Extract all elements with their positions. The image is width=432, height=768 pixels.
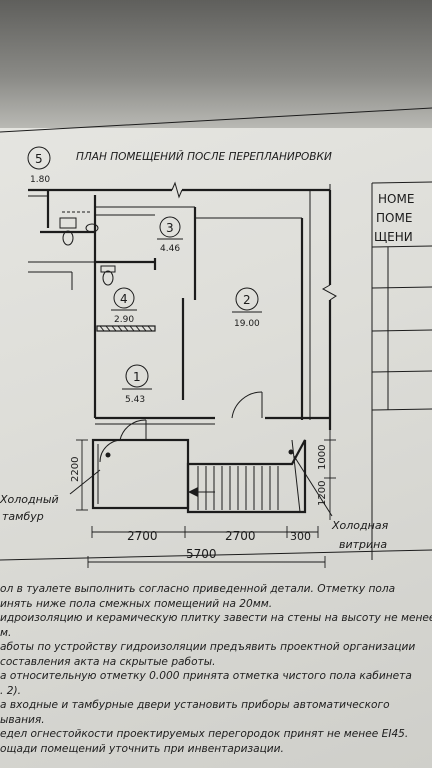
background-shadow [0,0,432,128]
room-5-area: 1.80 [30,175,50,185]
cold-showcase-label-line1: Холодная [331,519,389,532]
note-line: идроизоляцию и керамическую плитку завес… [0,612,432,624]
room-1-area: 5.43 [125,395,145,405]
dimension-1200: 1200 [317,481,328,506]
leader-line-showcase [293,455,333,517]
note-line: м. [0,626,12,639]
note-line: ощади помещений уточнить при инвентариза… [0,742,284,755]
cold-vestibule-label-line1: Холодный [0,493,59,506]
frame-line-bottom [0,549,432,561]
note-line: ывания. [0,713,45,726]
note-line: инять ниже пола смежных помещений на 20м… [0,597,273,610]
dimension-5700: 5700 [186,547,217,561]
room-3-marker: 3 4.46 [157,216,183,254]
walls [28,181,337,514]
room-5-marker [27,146,51,170]
dimension-2700-right: 2700 [225,529,256,543]
dimension-lines [76,430,336,568]
note-line: едел огнестойкости проектируемых перегор… [0,728,409,740]
table-header-line2: ПОМЕ [376,211,412,225]
note-line: аботы по устройству гидроизоляции предъя… [0,641,416,653]
cold-showcase-label-line2: витрина [339,538,387,551]
dimension-2200: 2200 [70,457,81,482]
note-line: составления акта на скрытые работы. [0,655,216,668]
leader-line-vestibule [69,469,101,495]
dimension-1000: 1000 [317,445,328,470]
room-2-marker: 2 19.00 [232,287,262,329]
frame-line-top [0,107,432,133]
rooms-table: НОМЕ ПОМЕ ЩЕНИ [371,181,432,411]
room-4-area: 2.90 [114,315,134,325]
cold-vestibule-label-line2: тамбур [2,510,44,523]
note-line: а относительную отметку 0.000 принята от… [0,670,412,682]
room-5-number: 5 [35,152,43,166]
room-1-marker: 1 5.43 [122,364,152,405]
room-4-marker: 4 2.90 [111,287,137,325]
note-line: . 2). [0,684,21,697]
table-header-line3: ЩЕНИ [374,230,413,244]
dimension-2700-left: 2700 [127,529,158,543]
table-header-line1: НОМЕ [378,192,414,206]
room-3-area: 4.46 [160,244,180,254]
plan-title: ПЛАН ПОМЕЩЕНИЙ ПОСЛЕ ПЕРЕПЛАНИРОВКИ [76,150,332,163]
room-1-number: 1 [133,370,141,384]
notes-block: ол в туалете выполнить согласно приведен… [0,582,432,756]
room-3-number: 3 [166,221,174,235]
note-line: ол в туалете выполнить согласно приведен… [0,583,396,595]
note-line: а входные и тамбурные двери установить п… [0,699,390,711]
room-4-number: 4 [120,292,128,306]
dimension-300: 300 [290,530,311,543]
room-2-number: 2 [243,293,251,307]
room-2-area: 19.00 [234,319,260,329]
